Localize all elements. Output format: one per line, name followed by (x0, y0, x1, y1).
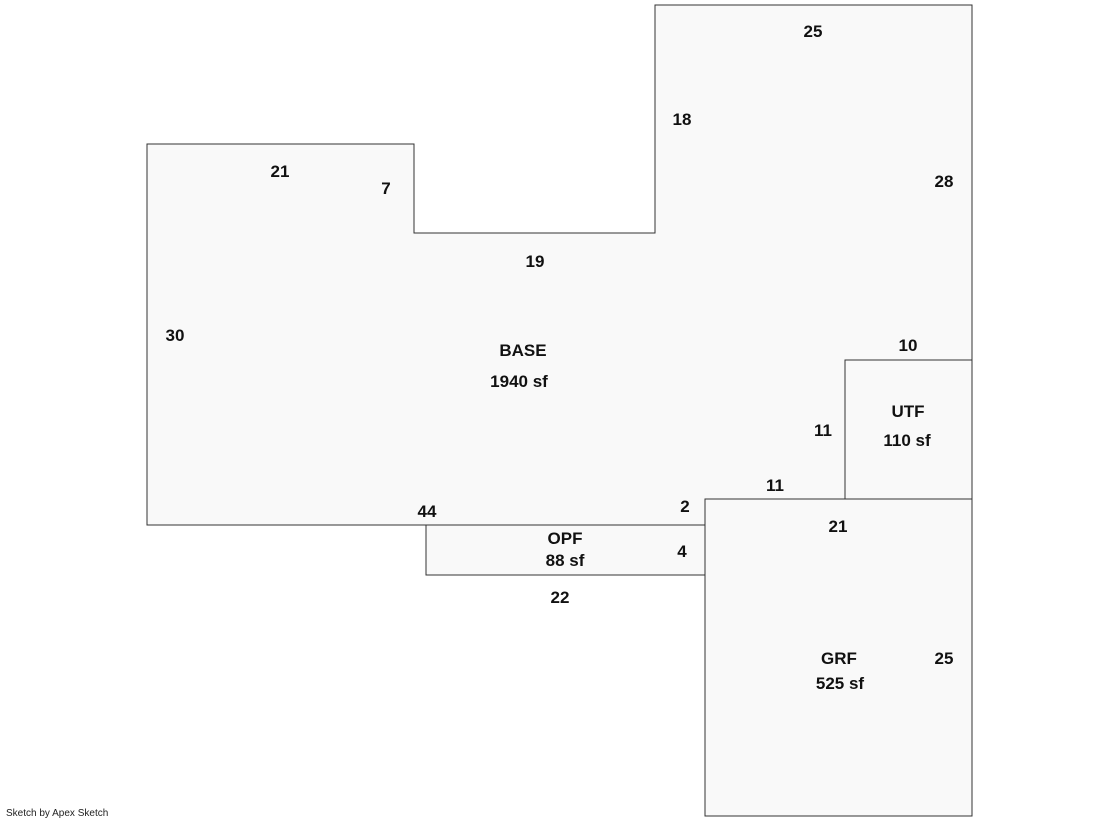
sketch-credit: Sketch by Apex Sketch (6, 808, 109, 819)
base-area-name: BASE (499, 341, 546, 360)
dim-grf-right: 25 (935, 649, 954, 668)
grf-area-name: GRF (821, 649, 857, 668)
dim-base-bottom: 44 (418, 502, 437, 521)
opf-area-outline (425, 524, 706, 576)
utf-area-name: UTF (891, 402, 924, 421)
dim-base-inner-bottom: 11 (766, 476, 784, 495)
grf-area-outline (704, 498, 973, 817)
dim-base-right-side: 28 (935, 172, 954, 191)
utf-area-size: 110 sf (883, 431, 931, 450)
dim-grf-top: 21 (829, 517, 848, 536)
opf-area-size: 88 sf (546, 551, 585, 570)
opf-area-name: OPF (548, 529, 583, 548)
dim-base-notch-bottom: 19 (526, 252, 545, 271)
dim-base-left-side: 30 (166, 326, 185, 345)
dim-base-top-right: 25 (804, 22, 823, 41)
dim-base-upper-left-side: 18 (673, 110, 692, 129)
base-area-size: 1940 sf (490, 372, 548, 391)
dim-opf-bottom: 22 (551, 588, 570, 607)
dim-base-top-left: 21 (271, 162, 290, 181)
dim-utf-top: 10 (899, 336, 918, 355)
dim-base-notch-side: 7 (381, 179, 390, 198)
dim-base-step: 2 (680, 497, 689, 516)
dim-utf-left: 11 (814, 421, 832, 440)
dim-opf-right: 4 (677, 542, 687, 561)
grf-area-size: 525 sf (816, 674, 865, 693)
utf-area-outline (844, 359, 973, 500)
